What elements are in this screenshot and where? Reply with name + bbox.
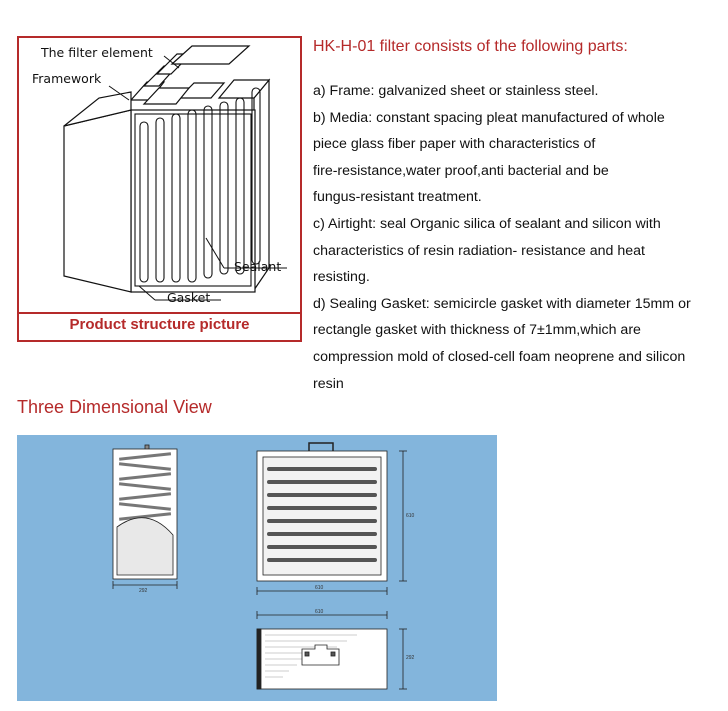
description-heading: HK-H-01 filter consists of the following…	[313, 38, 628, 55]
product-structure-figure: The filter element Framework Sealant Gas…	[17, 36, 302, 342]
description-line: fungus-resistant treatment.	[313, 189, 482, 206]
filter-structure-drawing	[63, 45, 287, 301]
side-view	[112, 444, 178, 589]
description-line: resin	[313, 375, 344, 392]
description-line: b) Media: constant spacing pleat manufac…	[313, 109, 665, 126]
description-line: c) Airtight: seal Organic silica of seal…	[313, 215, 661, 232]
front-width-dimension: 610	[315, 585, 324, 591]
figure-caption: Product structure picture	[69, 316, 250, 333]
three-dimensional-drawing: 292 610 610 610 292	[17, 435, 497, 701]
description-line: a) Frame: galvanized sheet or stainless …	[313, 83, 599, 99]
description-line: characteristics of resin radiation- resi…	[313, 242, 645, 259]
section-title-3d: Three Dimensional View	[17, 397, 212, 417]
description-line: compression mold of closed-cell foam neo…	[313, 348, 686, 365]
label-framework: Framework	[32, 71, 102, 86]
description-line: resisting.	[313, 269, 370, 286]
top-view	[256, 611, 407, 690]
description-line: fire-resistance,water proof,anti bacteri…	[313, 162, 609, 179]
label-gasket: Gasket	[167, 290, 211, 305]
front-view	[256, 442, 407, 595]
orthographic-views	[112, 442, 407, 690]
top-width-dimension: 610	[315, 609, 324, 615]
caption-divider	[19, 312, 300, 314]
side-width-dimension: 292	[139, 588, 148, 594]
front-height-dimension: 610	[406, 513, 415, 519]
top-depth-dimension: 292	[406, 655, 415, 661]
description-body: a) Frame: galvanized sheet or stainless …	[313, 78, 725, 397]
description-line: d) Sealing Gasket: semicircle gasket wit…	[313, 295, 691, 312]
label-sealant: Sealant	[234, 259, 282, 274]
description-line: piece glass fiber paper with characteris…	[313, 136, 596, 153]
description-line: rectangle gasket with thickness of 7±1mm…	[313, 322, 641, 339]
label-filter-element: The filter element	[41, 45, 153, 60]
